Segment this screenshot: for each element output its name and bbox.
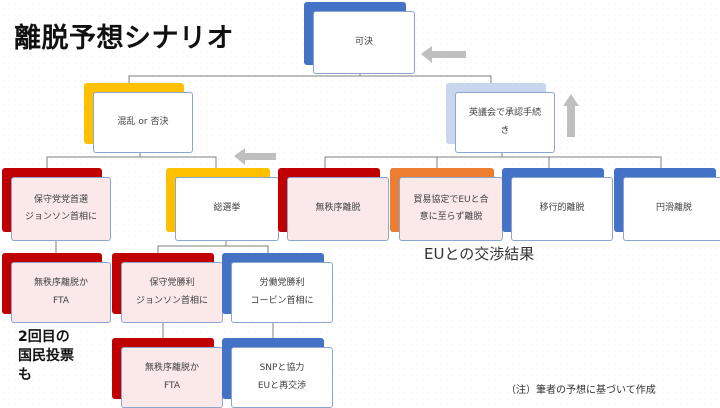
node-card: 無秩序離脱か FTA	[11, 262, 111, 323]
node-text: 無秩序離脱	[315, 203, 361, 214]
negotiation-result-label: EUとの交渉結果	[424, 245, 535, 263]
node-transitional: 移行的離脱	[502, 168, 613, 241]
node-text: 混乱 or 否決	[117, 116, 169, 127]
node-text: 可決	[354, 36, 373, 47]
up-arrow-icon	[563, 94, 579, 137]
node-text: 労働党勝利	[259, 278, 305, 289]
node-no-deal-or-fta-left: 無秩序離脱か FTA	[2, 253, 111, 323]
node-text: 英議会で承認手続	[468, 108, 541, 119]
node-card: 円滑離脱	[623, 177, 720, 241]
node-text: 無秩序離脱か	[144, 363, 199, 374]
node-conservative-leadership: 保守党党首選ジョンソン首相に	[2, 168, 111, 241]
node-card: 保守党勝利ジョンソン首相に	[121, 262, 223, 323]
node-general-election: 総選挙	[166, 168, 279, 241]
node-card: 混乱 or 否決	[93, 92, 193, 153]
second-referendum-line: 国民投票	[18, 348, 74, 364]
page-title: 離脱予想シナリオ	[14, 23, 234, 54]
left-arrow-icon	[421, 46, 466, 63]
node-card: 英議会で承認手続き	[455, 92, 555, 153]
node-text: 総選挙	[213, 203, 241, 214]
node-snp-renegotiate: SNPと協力 EUと再交渉	[222, 338, 333, 408]
node-text: EUと再交渉	[257, 380, 307, 391]
node-card: 可決	[313, 11, 415, 74]
node-confusion: 混乱 or 否決	[84, 83, 193, 153]
node-no-deal: 無秩序離脱	[278, 168, 389, 241]
connector-line	[324, 153, 503, 177]
left-arrow-icon	[234, 148, 276, 165]
node-text: コービン首相に	[250, 295, 314, 306]
second-referendum-line: も	[18, 367, 32, 383]
node-conservative-victory: 保守党勝利ジョンソン首相に	[112, 253, 223, 323]
node-text: 保守党党首選	[33, 194, 88, 205]
node-text: ジョンソン首相に	[24, 212, 97, 222]
second-referendum-line: 2回目の	[18, 329, 70, 345]
node-card: 無秩序離脱	[287, 177, 389, 241]
node-text: 無秩序離脱か	[33, 278, 88, 289]
node-text: ジョンソン首相に	[135, 295, 208, 306]
node-text: 移行的離脱	[539, 203, 585, 214]
node-text: 意に至らず離脱	[419, 212, 483, 222]
node-card: 貿易協定でEUと合意に至らず離脱	[399, 177, 503, 241]
node-text: 円滑離脱	[655, 203, 692, 214]
node-card: 労働党勝利コービン首相に	[231, 262, 333, 323]
node-text: SNPと協力	[259, 363, 305, 374]
node-text: き	[500, 125, 510, 136]
node-text: FTA	[53, 295, 69, 306]
second-referendum-note: 2回目の 国民投票 も	[18, 328, 74, 385]
node-text: 保守党勝利	[149, 278, 195, 289]
node-labour-victory: 労働党勝利コービン首相に	[222, 253, 333, 323]
node-trade-agreement: 貿易協定でEUと合意に至らず離脱	[390, 168, 503, 241]
node-smooth: 円滑離脱	[614, 168, 720, 241]
node-no-deal-or-fta-bottom: 無秩序離脱か FTA	[112, 338, 223, 408]
node-text: FTA	[164, 380, 180, 391]
footnote: （注）筆者の予想に基づいて作成	[506, 385, 656, 396]
connector-line	[46, 153, 141, 177]
node-card: SNPと協力 EUと再交渉	[231, 347, 333, 408]
node-parliament-approval: 英議会で承認手続き	[446, 83, 555, 153]
node-card: 無秩序離脱か FTA	[121, 347, 223, 408]
node-text: 貿易協定でEUと合	[413, 194, 489, 205]
node-card: 総選挙	[175, 177, 279, 241]
node-pass: 可決	[304, 2, 415, 74]
node-card: 保守党党首選ジョンソン首相に	[11, 177, 111, 241]
node-card: 移行的離脱	[511, 177, 613, 241]
